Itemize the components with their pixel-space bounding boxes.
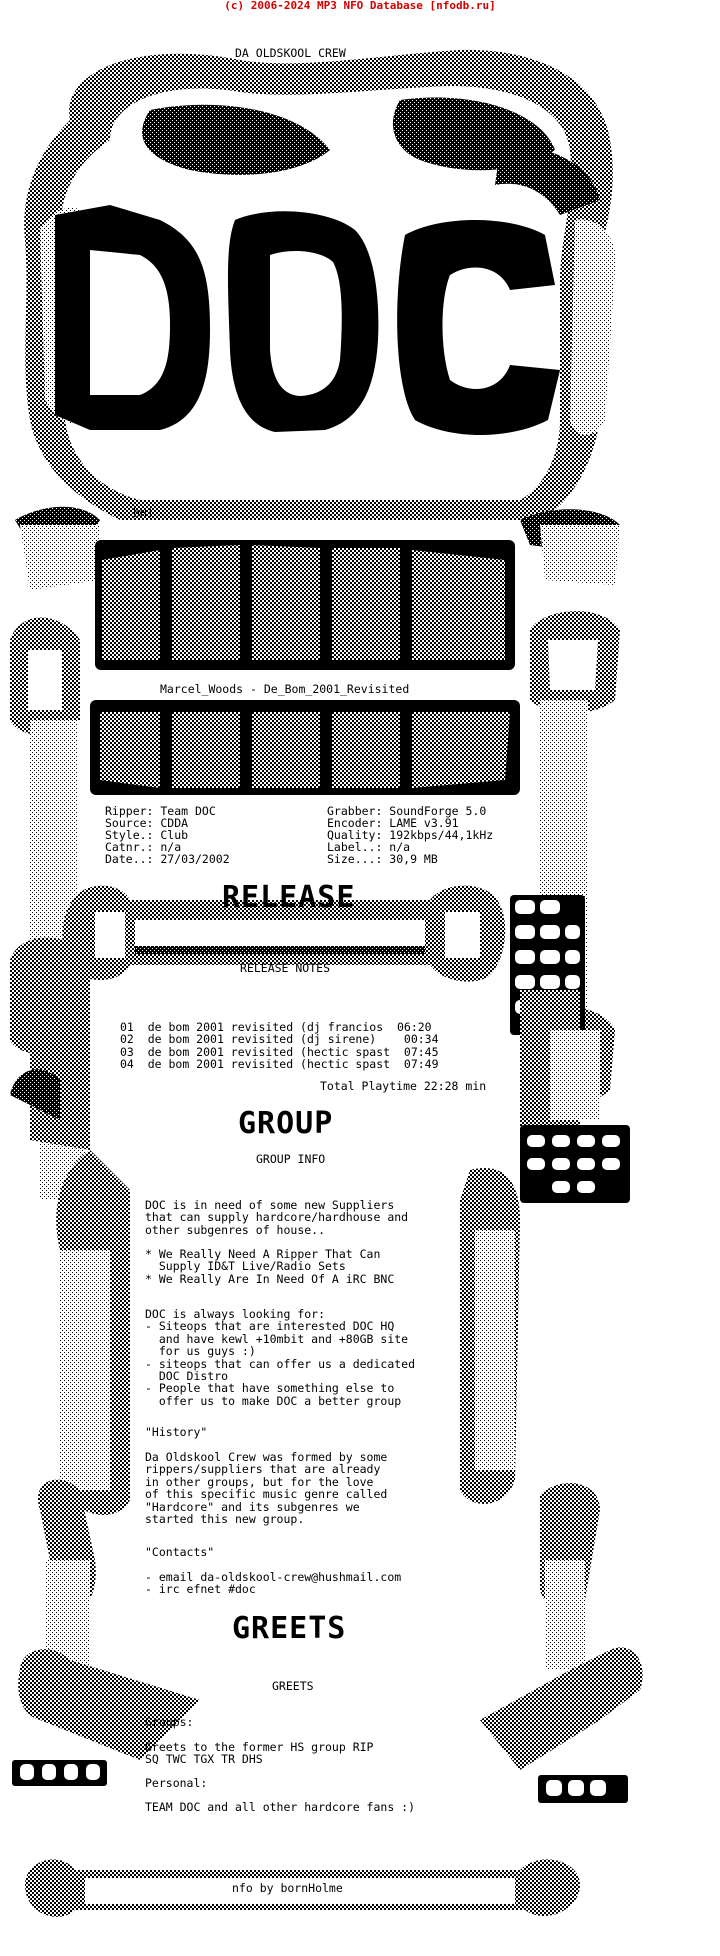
date-field: Date..: 27/03/2002 (105, 852, 230, 866)
ripper-field: Ripper: Team DOC (105, 804, 216, 818)
contacts-title: "Contacts" (145, 1545, 215, 1559)
greets-groups-text: Greets to the former HS group RIP SQ TWC… (145, 1740, 374, 1767)
release-bone-art (62, 885, 506, 982)
greets-personal-title: Personal: (145, 1776, 208, 1790)
upper-teeth-art (95, 540, 515, 670)
crew-name: DA OLDSKOOL CREW (235, 46, 346, 60)
group-looking: DOC is always looking for: - Siteops tha… (145, 1307, 416, 1408)
track-row: 02 de bom 2001 revisited (dj sirene) 00:… (120, 1032, 439, 1047)
size-field: Size...: 30,9 MB (327, 852, 438, 866)
group-banner: GROUP (238, 1106, 334, 1141)
group-info-heading: GROUP INFO (256, 1152, 326, 1166)
quality-field: Quality: 192kbps/44,1kHz (327, 828, 494, 842)
track-row: 01 de bom 2001 revisited (dj francios 06… (120, 1020, 432, 1034)
greets-personal-text: TEAM DOC and all other hardcore fans :) (145, 1800, 416, 1814)
lower-teeth-art (90, 700, 520, 795)
site-credit-header: (c) 2006-2024 MP3 NFO Database [nfodb.ru… (0, 0, 720, 14)
site-credit-link[interactable]: (c) 2006-2024 MP3 NFO Database [nfodb.ru… (224, 0, 496, 12)
contacts-text: - email da-oldskool-crew@hushmail.com - … (145, 1570, 402, 1597)
cheekbone-art (15, 506, 620, 590)
encoder-field: Encoder: LAME v3.91 (327, 816, 459, 830)
history-title: "History" (145, 1425, 208, 1439)
greets-banner: GREETS (232, 1611, 347, 1646)
group-needs: * We Really Need A Ripper That Can Suppl… (145, 1247, 395, 1286)
release-title: Marcel_Woods - De_Bom_2001_Revisited (160, 682, 410, 696)
group-intro: DOC is in need of some new Suppliers tha… (145, 1198, 409, 1237)
release-banner: RELEASE (222, 880, 356, 915)
source-field: Source: CDDA (105, 816, 189, 830)
greets-heading: GREETS (272, 1679, 314, 1693)
grabber-field: Grabber: SoundForge 5.0 (327, 804, 487, 818)
track-row: 03 de bom 2001 revisited (hectic spast 0… (120, 1044, 439, 1059)
artist-tag: bH! (133, 506, 154, 520)
footer-bone-art (25, 1859, 580, 1917)
doc-logo-art (55, 147, 600, 435)
group-frame-art (56, 1150, 520, 1515)
release-notes-heading: RELEASE NOTES (240, 961, 331, 975)
lower-bones-art (38, 1479, 600, 1670)
greets-crossbones-art (12, 1647, 643, 1803)
history-text: Da Oldskool Crew was formed by some ripp… (145, 1450, 388, 1527)
nfo-credit: nfo by bornHolme (232, 1881, 343, 1895)
track-row: 04 de bom 2001 revisited (hectic spast 0… (120, 1057, 439, 1072)
style-field: Style.: Club (105, 828, 189, 842)
total-playtime: Total Playtime 22:28 min (320, 1079, 487, 1093)
label-field: Label..: n/a (327, 840, 411, 854)
greets-groups-title: Groups: (145, 1715, 194, 1729)
track-list: 01 de bom 2001 revisited (dj francios 06… (120, 1021, 439, 1071)
catnr-field: Catnr.: n/a (105, 840, 182, 854)
group-bone-art (520, 1030, 630, 1203)
